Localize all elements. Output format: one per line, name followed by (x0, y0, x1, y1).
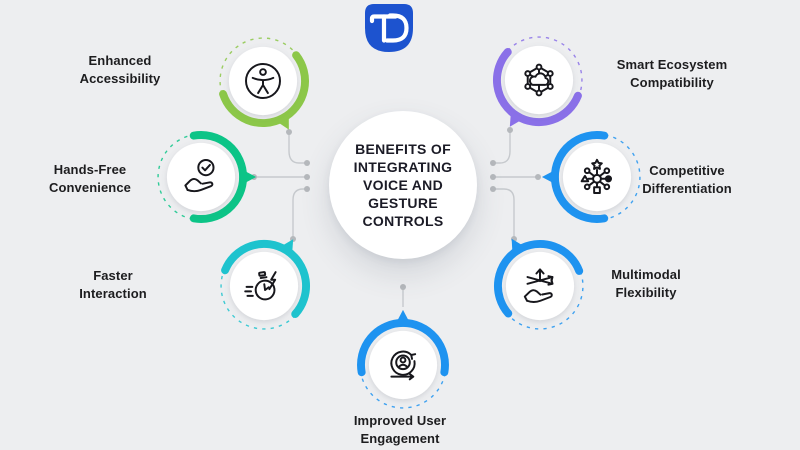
connector-dot (490, 160, 496, 166)
differentiation-icon (580, 158, 613, 194)
node-disc (562, 142, 632, 212)
connector-dot (400, 284, 406, 290)
multi-direction-hand-icon (523, 268, 554, 303)
label-enhanced-accessibility: Enhanced Accessibility (79, 53, 161, 86)
label-improved-user-engagement: Improved User Engagement (353, 413, 447, 446)
label-hands-free-convenience: Hands-Free Convenience (48, 162, 131, 195)
hand-check-icon (184, 159, 215, 193)
logo-monogram (369, 13, 409, 43)
connector-line (288, 132, 307, 164)
connector-dot (304, 186, 310, 192)
benefit-node-multimodal-flexibility (484, 230, 596, 342)
benefit-node-hands-free-convenience (145, 121, 257, 233)
label-multimodal-flexibility: Multimodal Flexibility (611, 267, 681, 300)
benefit-node-faster-interaction (208, 230, 320, 342)
connector-dot (304, 160, 310, 166)
stopwatch-speed-icon (244, 271, 277, 301)
accessibility-icon (245, 63, 281, 99)
user-cycle-icon (390, 350, 417, 381)
connector-line (292, 188, 307, 239)
benefit-node-competitive-differentiation (541, 121, 653, 233)
hub-title: BENEFITS OF INTEGRATING VOICE AND GESTUR… (353, 140, 453, 230)
arc-ring (492, 47, 582, 126)
label-faster-interaction: Faster Interaction (79, 268, 147, 301)
node-disc (166, 142, 236, 212)
connector-dot (490, 186, 496, 192)
connector-dot (507, 127, 513, 133)
ecosystem-icon (524, 63, 554, 97)
benefit-node-enhanced-accessibility (207, 25, 319, 137)
benefit-node-smart-ecosystem-compatibility (483, 24, 595, 136)
connector-dot (304, 174, 310, 180)
node-disc (505, 251, 575, 321)
label-smart-ecosystem-compatibility: Smart Ecosystem Compatibility (616, 57, 728, 90)
connector-dot (490, 174, 496, 180)
connector-line (493, 130, 511, 164)
brand-logo (360, 1, 418, 61)
connector-dot (286, 129, 292, 135)
connector-dot (535, 174, 541, 180)
arc-ring (494, 239, 584, 318)
connector-line (493, 188, 515, 239)
arc-ring (221, 240, 311, 319)
central-hub: BENEFITS OF INTEGRATING VOICE AND GESTUR… (329, 111, 477, 259)
arc-ring (219, 51, 309, 128)
benefit-node-improved-user-engagement (347, 309, 459, 421)
label-competitive-differentiation: Competitive Differentiation (642, 163, 732, 196)
